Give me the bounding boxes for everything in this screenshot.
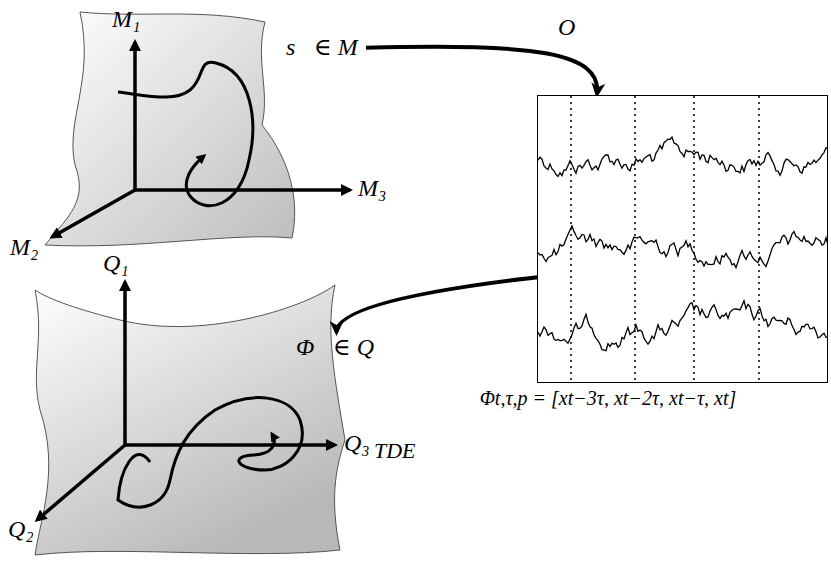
axis-line	[52, 190, 135, 237]
time-series-plot	[538, 96, 828, 383]
state-label-text: Φ⃗∈ Q	[296, 334, 377, 362]
delay-marker	[634, 96, 636, 383]
delay-marker	[570, 96, 572, 383]
axis-line	[125, 443, 335, 447]
axis-label: Q₁	[103, 250, 129, 278]
time-series-frame	[537, 95, 828, 383]
map-label: O	[556, 14, 577, 42]
signal-trace	[538, 137, 828, 176]
trajectory-curve	[118, 398, 302, 507]
axis-line	[123, 282, 127, 445]
axis-label: Q₃	[344, 430, 370, 458]
axis-label: Q₂	[8, 516, 34, 544]
delay-marker	[758, 96, 760, 383]
axis-label: M₃	[358, 175, 386, 203]
manifold-surface	[45, 12, 295, 246]
mapping-arrow	[366, 47, 597, 94]
delay-marker	[693, 96, 695, 383]
formula-holder: Φt,τ,p = [xt−3τ, xt−2τ, xt−τ, xt]	[413, 387, 803, 410]
axis-label: M₂	[10, 234, 38, 262]
signal-trace	[538, 226, 828, 268]
signal-trace	[538, 301, 828, 351]
time-series-panel: Φt,τ,p = [xt−3τ, xt−2τ, xt−τ, xt]	[413, 95, 803, 412]
state-label: Φ⃗∈ Q	[296, 334, 377, 362]
axis-line	[133, 42, 137, 190]
map-label: TDE	[372, 438, 418, 463]
manifold-surface	[35, 285, 345, 555]
trajectory-curve	[118, 62, 253, 206]
state-label-text: s⃗∈ M	[286, 34, 360, 62]
embedding-formula: Φt,τ,p = [xt−3τ, xt−2τ, xt−τ, xt]	[480, 387, 737, 410]
axis-label: M₁	[112, 6, 140, 34]
state-label: s⃗∈ M	[286, 34, 360, 62]
axis-line	[37, 445, 125, 520]
axis-line	[135, 188, 350, 192]
